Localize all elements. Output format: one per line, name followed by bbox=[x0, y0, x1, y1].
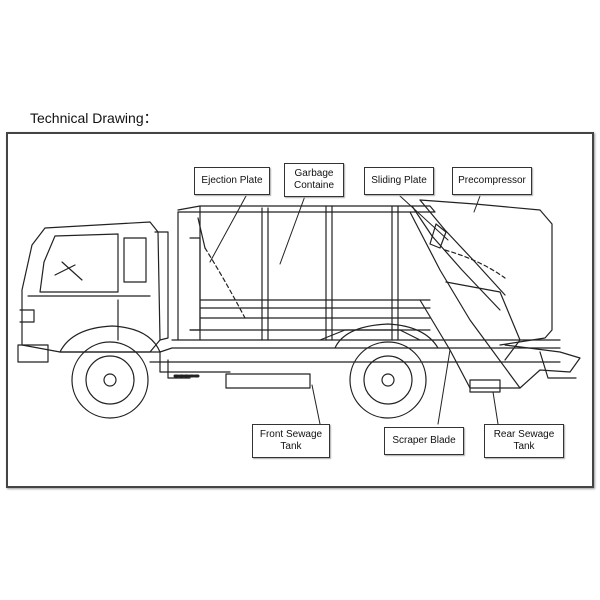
front-sewage-tank-shape bbox=[225, 373, 311, 389]
label-rear-sewage-tank: Rear Sewage Tank bbox=[484, 424, 564, 458]
truck-cab bbox=[17, 221, 169, 363]
garbage-container-body bbox=[177, 205, 436, 341]
label-garbage-container: Garbage Containe bbox=[284, 163, 344, 197]
label-front-sewage-tank: Front Sewage Tank bbox=[252, 424, 330, 458]
label-scraper-blade: Scraper Blade bbox=[384, 427, 464, 455]
rear-sewage-tank-shape bbox=[469, 379, 501, 393]
page-title: Technical Drawing： bbox=[30, 110, 158, 126]
label-sliding-plate: Sliding Plate bbox=[364, 167, 434, 195]
rear-wheel bbox=[334, 323, 439, 419]
label-precompressor: Precompressor bbox=[452, 167, 532, 195]
leader-lines bbox=[209, 195, 499, 425]
label-ejection-plate: Ejection Plate bbox=[194, 167, 270, 195]
chassis bbox=[59, 329, 561, 393]
front-wheel bbox=[59, 325, 161, 419]
